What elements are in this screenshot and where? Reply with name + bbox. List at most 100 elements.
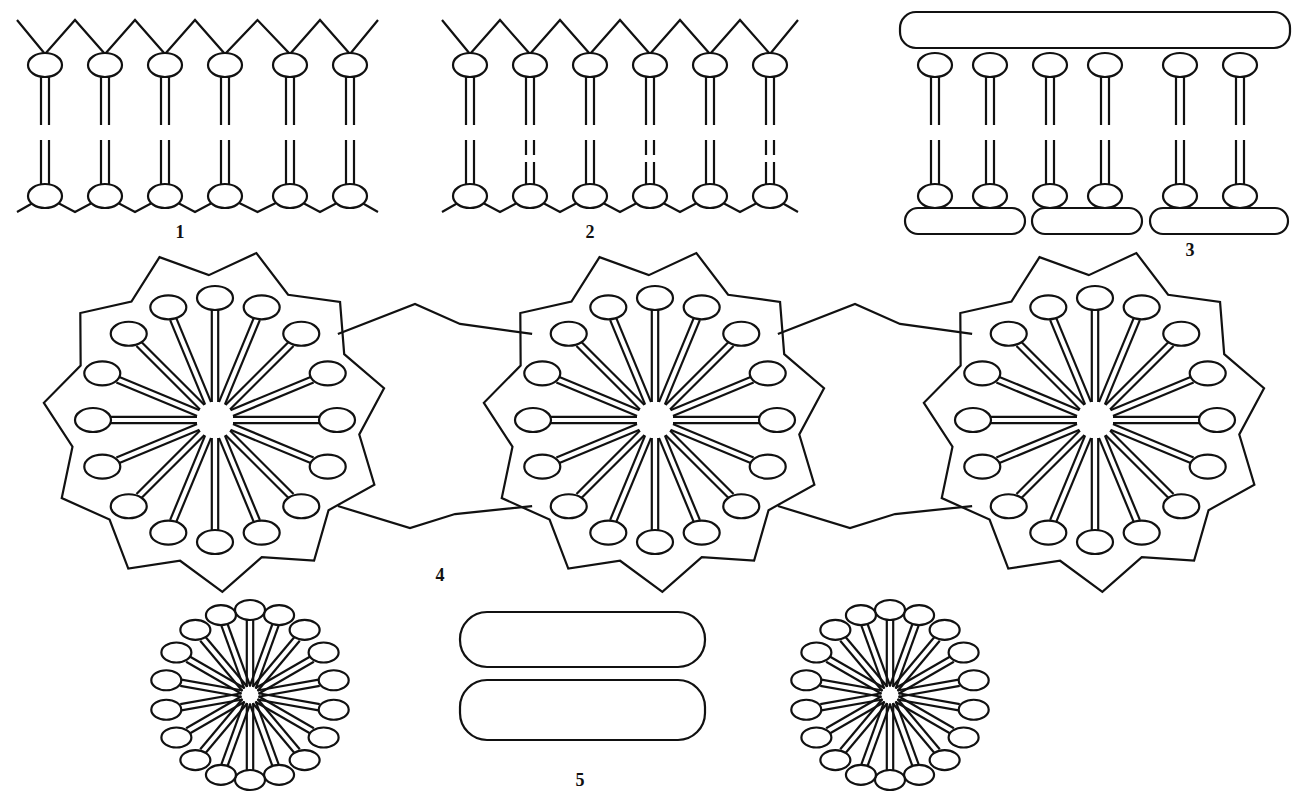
lipid-head — [524, 361, 560, 385]
lipid-head — [180, 750, 210, 770]
lipid-tail — [1045, 140, 1047, 184]
lipid-tail — [559, 430, 640, 463]
lipid-head — [513, 184, 547, 208]
lipid-tail — [1097, 438, 1099, 530]
lipid-head — [759, 408, 795, 432]
lipid-head — [197, 530, 233, 554]
lipid-head — [333, 53, 367, 77]
lipid-tail — [253, 637, 295, 687]
lipid-head — [180, 620, 210, 640]
lipid-head — [959, 700, 989, 720]
lipid-tail — [141, 341, 205, 405]
lipid-tail — [1183, 140, 1185, 184]
lipid-tail — [991, 422, 1077, 424]
lipid-head — [964, 455, 1000, 479]
polymer-chain — [338, 506, 532, 528]
lipid-head — [633, 53, 667, 77]
lipid-tail — [559, 377, 640, 410]
lipid-tail — [1235, 77, 1237, 125]
lipid-tail — [228, 77, 230, 125]
lipid-head — [244, 521, 280, 545]
lipid-head — [1190, 361, 1226, 385]
lipid-tail — [653, 162, 655, 184]
lipid-head — [801, 728, 831, 748]
lipid-head — [684, 295, 720, 319]
polymer-bridges — [338, 304, 972, 528]
lipid-head — [904, 765, 934, 785]
protein-pill — [1150, 208, 1288, 234]
micelle-core — [637, 402, 673, 438]
lipid-head — [1030, 521, 1066, 545]
lipid-tail — [1100, 77, 1102, 125]
lipid-tail — [170, 320, 205, 405]
lipid-tail — [657, 438, 659, 530]
lipid-head — [875, 600, 905, 620]
lipid-tail — [773, 162, 775, 184]
lipid-head — [1030, 295, 1066, 319]
lipid-head — [273, 184, 307, 208]
panel-number: 4 — [433, 565, 448, 585]
lipid-tail — [999, 430, 1080, 463]
lipid-tail — [160, 77, 162, 125]
lipid-head — [309, 728, 339, 748]
lipid-tail — [670, 430, 751, 463]
lipid-tail — [773, 77, 775, 125]
protein-pill — [1032, 208, 1142, 234]
lipid-tail — [551, 422, 637, 424]
lipid-tail — [170, 435, 205, 520]
lipid-tail — [765, 162, 767, 184]
lipid-tail — [593, 77, 595, 125]
lipid-head — [84, 361, 120, 385]
lipid-tail — [119, 430, 200, 463]
lipid-head — [693, 53, 727, 77]
lipid-head — [918, 53, 952, 77]
lipid-head — [955, 408, 991, 432]
lipid-head — [930, 620, 960, 640]
lipid-head — [333, 184, 367, 208]
lipid-tail — [233, 383, 314, 416]
lipid-tail — [293, 140, 295, 184]
lipid-head — [28, 53, 62, 77]
lipid-tail — [141, 435, 205, 499]
lipid-tail — [938, 140, 940, 184]
lipid-head — [235, 770, 265, 790]
lipid-head — [1199, 408, 1235, 432]
lipid-head — [75, 408, 111, 432]
lipid-tail — [116, 383, 197, 416]
lipid-head — [551, 494, 587, 518]
lipid-tail — [1045, 77, 1047, 125]
lipid-tail — [999, 377, 1080, 410]
lipid-head — [319, 700, 349, 720]
lipid-tail — [285, 77, 287, 125]
lipid-tail — [673, 383, 754, 416]
micelle-core — [1077, 402, 1113, 438]
protein-layer — [900, 12, 1290, 48]
lipid-tail — [345, 140, 347, 184]
lipid-head — [515, 408, 551, 432]
lipid-tail — [1113, 424, 1194, 457]
lipid-head — [88, 53, 122, 77]
lipid-tail — [616, 318, 651, 403]
lipid-head — [197, 286, 233, 310]
lipid-tail — [670, 377, 751, 410]
lipid-head — [1088, 184, 1122, 208]
lipid-head — [846, 765, 876, 785]
lipid-tail — [585, 140, 587, 184]
lipid-head — [88, 184, 122, 208]
micelle — [791, 600, 988, 790]
lipid-head — [84, 455, 120, 479]
lipid-tail — [1021, 435, 1085, 499]
lipid-head — [283, 322, 319, 346]
lipid-tail — [473, 140, 475, 184]
lipid-head — [633, 184, 667, 208]
lipid-tail — [1016, 430, 1080, 494]
lipid-tail — [230, 377, 311, 410]
lipid-tail — [176, 318, 211, 403]
lipid-tail — [610, 320, 645, 405]
lipid-head — [150, 295, 186, 319]
lipid-tail — [993, 77, 995, 125]
lipid-tail — [1021, 341, 1085, 405]
lipid-head — [310, 455, 346, 479]
micelle — [484, 253, 824, 592]
lipid-tail — [985, 140, 987, 184]
